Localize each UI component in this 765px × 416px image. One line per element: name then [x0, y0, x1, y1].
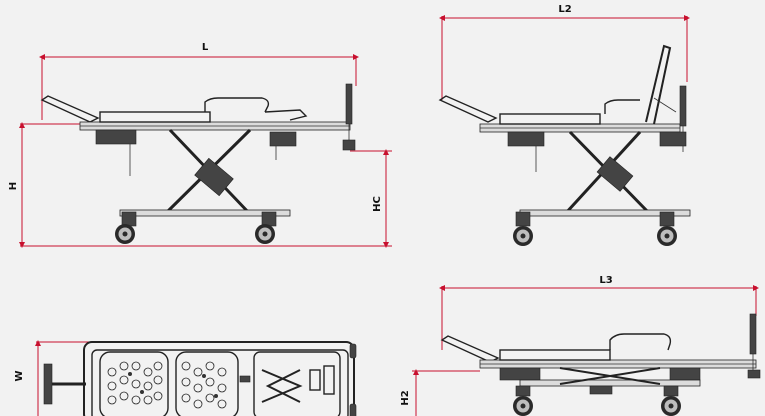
dim-l3-label: L3: [599, 275, 612, 286]
stretcher-backrest-up: [438, 44, 691, 246]
panel-3: [253, 351, 341, 416]
wheel-icon: [661, 396, 681, 416]
side-view-high: L H HC: [8, 42, 392, 248]
side-view-backrest-up: L2: [438, 4, 691, 246]
dim-h-label: H: [8, 182, 19, 190]
panel-2: [175, 351, 239, 416]
push-handle: [345, 83, 353, 125]
wheel-icon: [513, 396, 533, 416]
outer-frame: [83, 341, 355, 416]
stretcher-high: [40, 83, 356, 244]
dim-h2-label: H2: [400, 390, 411, 405]
wheel-icon: [657, 226, 677, 246]
stretcher-low: [440, 313, 761, 416]
backrest: [645, 44, 672, 125]
dim-l-label: L: [202, 42, 209, 53]
push-handle-4: [749, 313, 757, 355]
wheel-icon: [115, 224, 135, 244]
stretcher-top: [43, 341, 357, 416]
panel-1: [99, 351, 169, 416]
top-view: W: [14, 340, 357, 416]
wheel-icon: [513, 226, 533, 246]
base-frame-4: [519, 379, 701, 387]
wheel-icon: [255, 224, 275, 244]
push-handle-2: [679, 85, 687, 127]
side-view-low: L3 H2: [400, 275, 761, 416]
dim-w-label: W: [14, 370, 25, 381]
dim-l2-label: L2: [558, 4, 571, 15]
base-frame: [119, 209, 291, 217]
dim-hc-label: HC: [372, 196, 383, 212]
foot-rest: [40, 95, 100, 123]
